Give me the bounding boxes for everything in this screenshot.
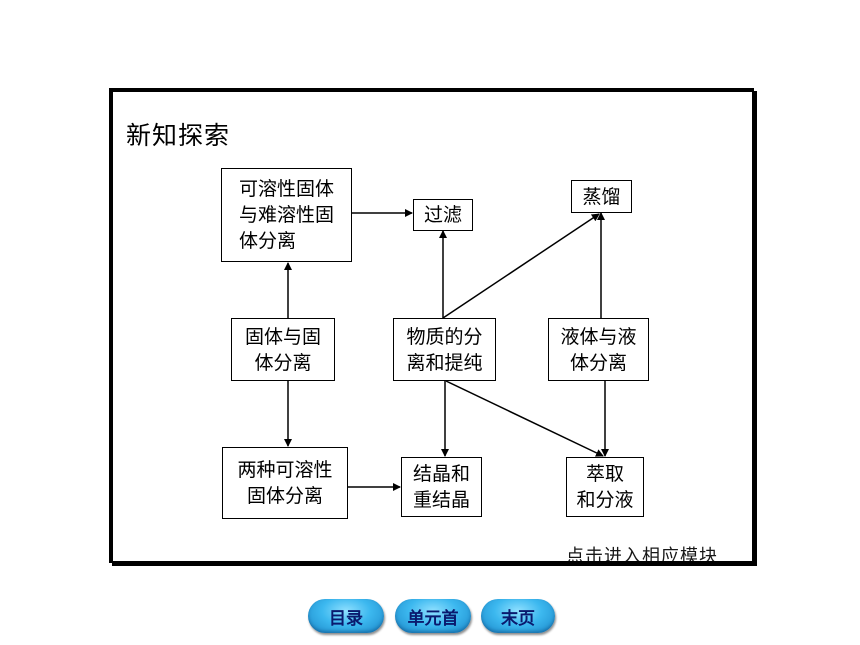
unit-first-button-label: 单元首: [407, 608, 459, 629]
arrow-separation-to-extraction: [445, 380, 604, 457]
node-liquid-liquid-separation: 液体与液 体分离: [548, 318, 649, 381]
node-separation-purification: 物质的分 离和提纯: [393, 318, 496, 381]
last-page-button-label: 末页: [501, 608, 535, 629]
last-page-button[interactable]: 末页: [481, 599, 555, 633]
node-distillation: 蒸馏: [571, 180, 632, 213]
node-two-soluble-separation: 两种可溶性 固体分离: [222, 447, 348, 519]
node-crystallization: 结晶和 重结晶: [401, 457, 482, 517]
node-filtration: 过滤: [413, 199, 473, 231]
section-title: 新知探索: [126, 121, 231, 150]
module-entry-hint[interactable]: 点击进入相应模块: [566, 546, 718, 567]
arrow-separation-to-distillation: [442, 213, 600, 319]
toc-button-label: 目录: [329, 608, 363, 629]
node-extraction: 萃取 和分液: [566, 457, 644, 517]
node-soluble-insoluble-separation: 可溶性固体 与难溶性固 体分离: [221, 168, 352, 262]
toc-button[interactable]: 目录: [308, 599, 384, 633]
unit-first-button[interactable]: 单元首: [395, 599, 471, 633]
node-solid-solid-separation: 固体与固 体分离: [231, 318, 335, 381]
